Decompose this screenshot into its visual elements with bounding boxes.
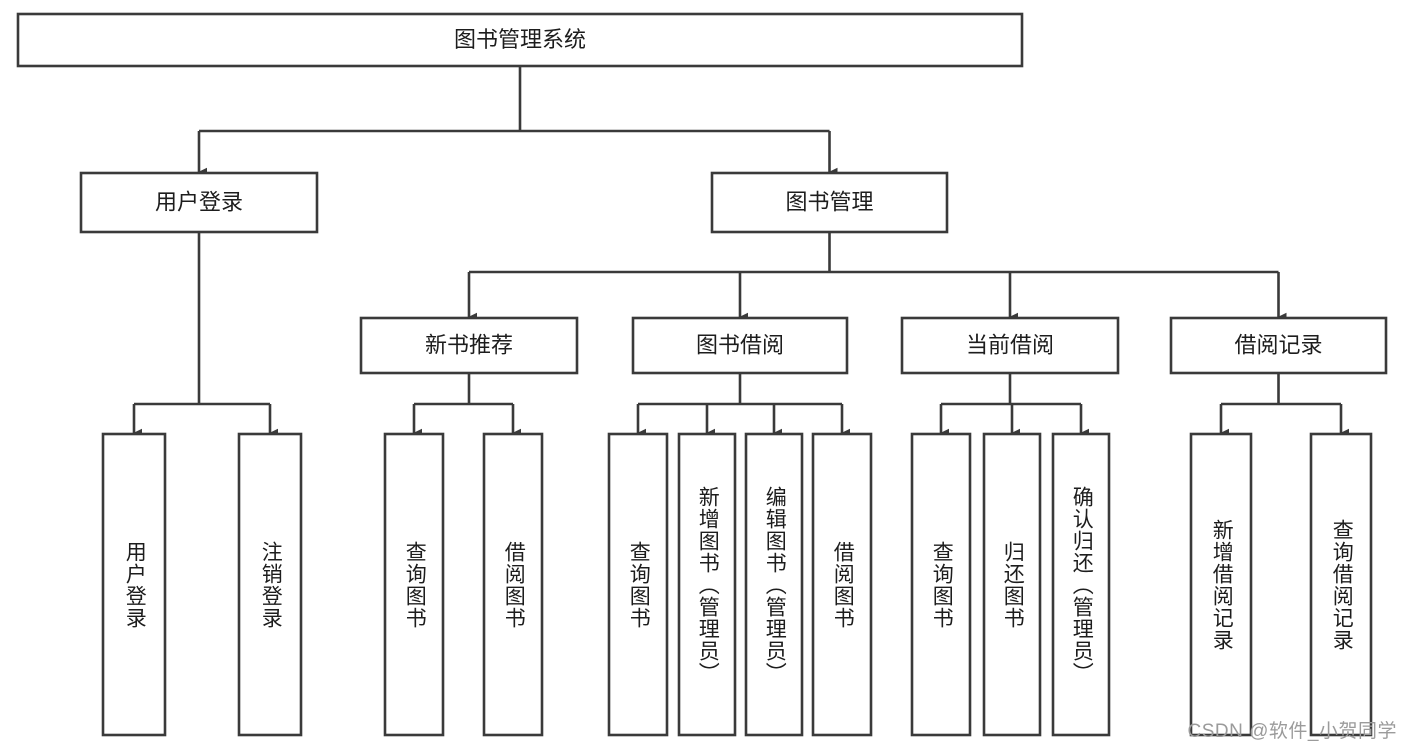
level2-node-box-0[interactable] [79, 171, 319, 234]
node-boxes [16, 12, 1388, 737]
leaf-node-box-9[interactable] [982, 432, 1042, 737]
level3-node-label-1: 图书借阅 [696, 332, 784, 357]
level3-node-box-0[interactable] [359, 316, 579, 375]
leaf-node-box-0[interactable] [101, 432, 167, 737]
leaf-node-box-8[interactable] [910, 432, 972, 737]
root-node-label: 图书管理系统 [454, 27, 586, 52]
leaf-node-box-12[interactable] [1309, 432, 1373, 737]
root-node-box[interactable] [16, 12, 1024, 68]
leaf-node-box-11[interactable] [1189, 432, 1253, 737]
leaf-node-box-4[interactable] [607, 432, 669, 737]
level3-node-label-0: 新书推荐 [425, 332, 513, 357]
leaf-node-box-2[interactable] [383, 432, 445, 737]
level3-node-label-2: 当前借阅 [966, 332, 1054, 357]
leaf-node-box-6[interactable] [744, 432, 804, 737]
leaf-node-box-1[interactable] [237, 432, 303, 737]
level3-node-label-3: 借阅记录 [1234, 332, 1322, 357]
watermark-text: CSDN @软件_小贺同学 [1187, 721, 1397, 742]
leaf-node-box-10[interactable] [1051, 432, 1111, 737]
level2-node-label-0: 用户登录 [155, 189, 243, 214]
level3-node-box-1[interactable] [631, 316, 849, 375]
connector-lines [132, 66, 1350, 438]
level3-node-box-2[interactable] [900, 316, 1120, 375]
leaf-node-box-7[interactable] [811, 432, 873, 737]
level2-node-box-1[interactable] [710, 171, 949, 234]
level2-node-label-1: 图书管理 [785, 189, 873, 214]
leaf-node-box-3[interactable] [482, 432, 544, 737]
level3-node-box-3[interactable] [1169, 316, 1388, 375]
leaf-node-box-5[interactable] [677, 432, 737, 737]
